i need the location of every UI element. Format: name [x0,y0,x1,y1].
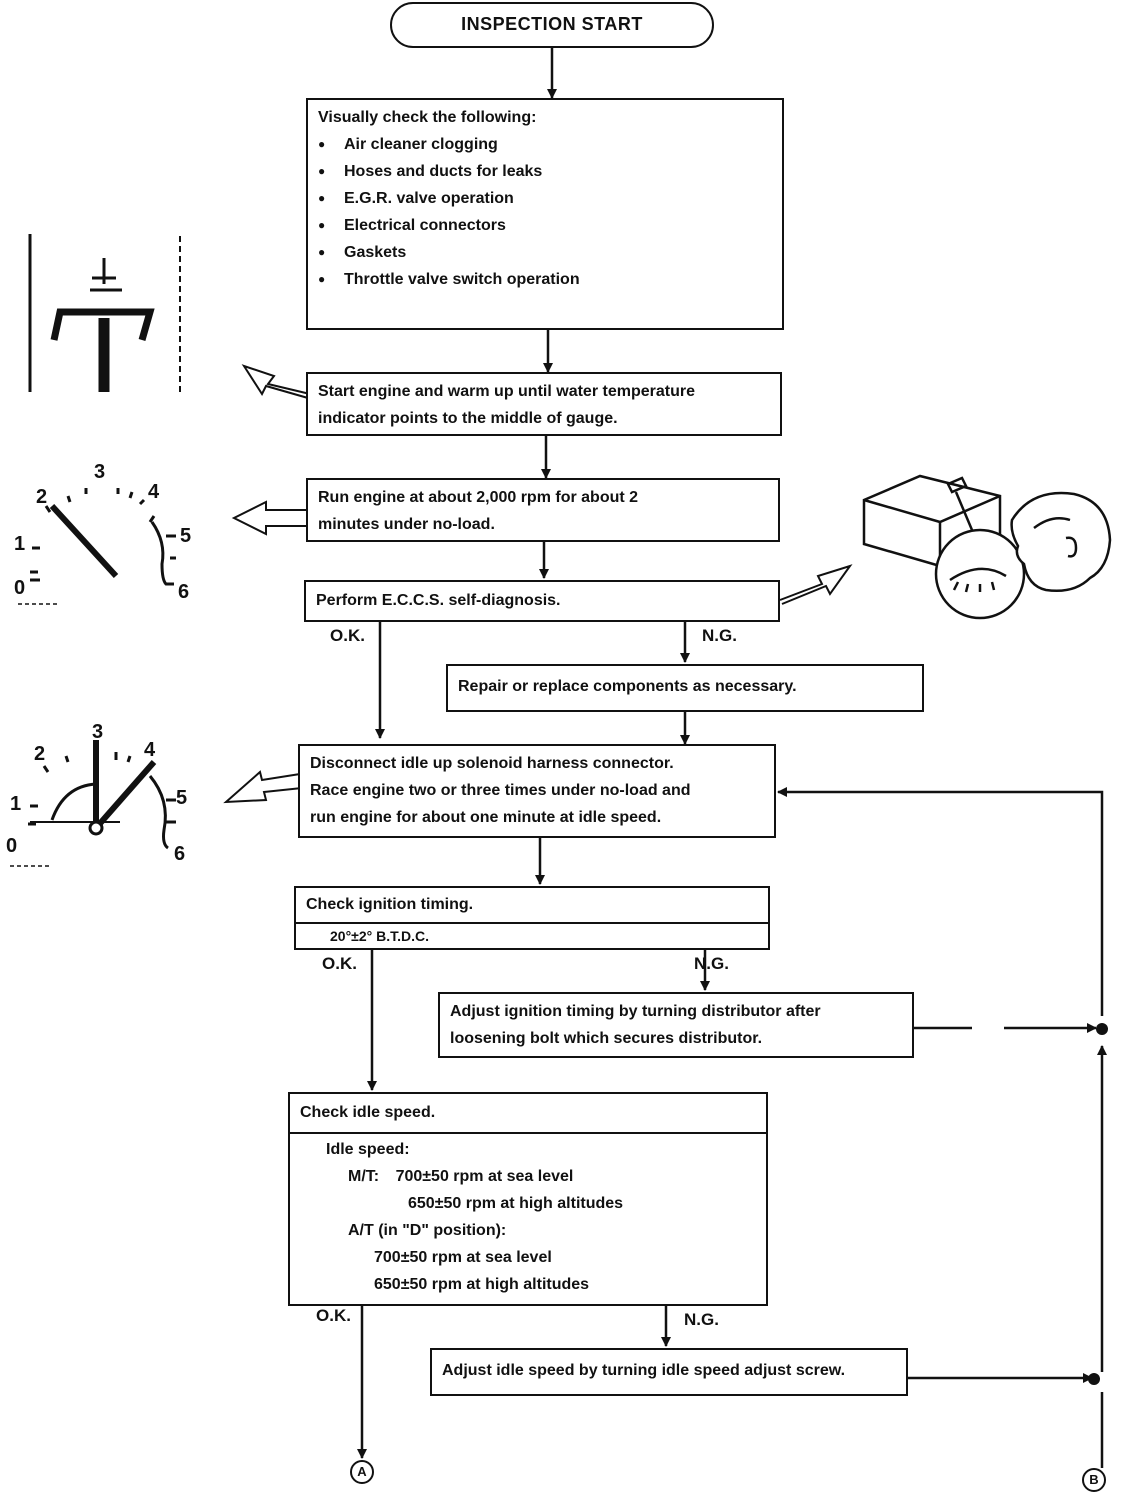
gauge-tick-3: 3 [92,721,103,743]
idle-at-sea: 700±50 rpm at sea level [374,1249,552,1266]
gauge-tick-5: 5 [176,787,187,809]
eccs-ng-label: N.G. [702,626,737,645]
temperature-gauge-illustration [28,234,181,392]
gauge-tick-1: 1 [14,533,25,555]
visual-check-item: Hoses and ducts for leaks [318,158,772,185]
ignition-title: Check ignition timing. [306,896,474,913]
visual-check-item: Throttle valve switch operation [318,266,772,293]
repair-components-node: Repair or replace components as necessar… [446,664,924,712]
warmup-node: Start engine and warm up until water tem… [306,372,782,436]
idle-title: Check idle speed. [300,1104,436,1121]
gauge-tick-3: 3 [94,461,105,483]
ignition-ok-label: O.K. [322,954,357,973]
visual-check-item: Air cleaner clogging [318,131,772,158]
run-2000rpm-node: Run engine at about 2,000 rpm for about … [306,478,780,542]
tachometer-idle-illustration [10,740,176,867]
adjust-idle-speed-node: Adjust idle speed by turning idle speed … [430,1348,908,1396]
tachometer-2000rpm-illustration [18,488,176,605]
gauge-tick-6: 6 [174,843,185,865]
eccs-self-diagnosis-node: Perform E.C.C.S. self-diagnosis. [304,580,780,622]
idle-at-high: 650±50 rpm at high altitudes [374,1276,590,1293]
disconnect-line: Race engine two or three times under no-… [310,782,691,799]
check-ignition-timing-node: Check ignition timing. 20°±2° B.T.D.C. [294,886,770,950]
gauge-tick-4: 4 [148,481,160,503]
ignition-spec: 20°±2° B.T.D.C. [296,922,768,948]
idle-label: Idle speed: [326,1141,410,1158]
pointer-arrow-ecu [779,564,853,605]
connector-b-terminal: B [1082,1468,1106,1492]
warmup-line: indicator points to the middle of gauge. [318,410,618,427]
pointer-arrow-tach-2 [223,770,303,804]
gauge-tick-6: 6 [178,581,189,603]
disconnect-line: Disconnect idle up solenoid harness conn… [310,755,674,772]
tach-needle-idle-2 [93,760,157,830]
connector-a-terminal: A [350,1460,374,1484]
check-idle-speed-node: Check idle speed. Idle speed: M/T: 700±5… [288,1092,768,1306]
run-line: Run engine at about 2,000 rpm for about … [318,489,639,506]
idle-ng-label: N.G. [684,1310,719,1329]
disconnect-idle-up-node: Disconnect idle up solenoid harness conn… [298,744,776,838]
adjust-timing-line: loosening bolt which secures distributor… [450,1030,763,1047]
gauge-tick-0: 0 [6,835,17,857]
idle-mt-label: M/T: [348,1168,380,1185]
junction-dot [1088,1373,1100,1385]
disconnect-line: run engine for about one minute at idle … [310,809,662,826]
screwdriver-icon [946,476,974,531]
gauge-tick-1: 1 [10,793,21,815]
idle-mt-high: 650±50 rpm at high altitudes [408,1195,624,1212]
idle-ok-label: O.K. [316,1306,351,1325]
visual-check-title: Visually check the following: [318,109,537,126]
gauge-tick-labels: 0 1 2 3 4 5 6 0 1 2 3 4 5 6 [6,461,191,865]
idle-mt-sea: 700±50 rpm at sea level [395,1168,574,1185]
gauge-tick-0: 0 [14,577,25,599]
gauge-tick-2: 2 [36,486,47,508]
visual-check-item: Gaskets [318,239,772,266]
run-line: minutes under no-load. [318,516,495,533]
adjust-ignition-timing-node: Adjust ignition timing by turning distri… [438,992,914,1058]
gauge-tick-4: 4 [144,739,156,761]
magnifier-icon [934,528,1026,620]
warmup-line: Start engine and warm up until water tem… [318,383,695,400]
visual-check-item: Electrical connectors [318,212,772,239]
technician-head-icon [1010,491,1112,592]
tach-needle [49,503,119,579]
visual-check-node: Visually check the following: Air cleane… [306,98,784,330]
return-line-top [777,787,1104,1016]
ignition-ng-label: N.G. [694,954,729,973]
gauge-tick-5: 5 [180,525,191,547]
ecu-control-unit-illustration [862,474,1112,620]
visual-check-item: E.G.R. valve operation [318,185,772,212]
eccs-ok-label: O.K. [330,626,365,645]
junction-dot [1096,1023,1108,1035]
idle-at-label: A/T (in "D" position): [348,1222,507,1239]
adjust-timing-line: Adjust ignition timing by turning distri… [450,1003,821,1020]
inspection-start-node: INSPECTION START [390,2,714,48]
pointer-arrow-temp-gauge [241,364,312,400]
pointer-arrow-tach-1 [231,500,306,536]
gauge-tick-2: 2 [34,743,45,765]
